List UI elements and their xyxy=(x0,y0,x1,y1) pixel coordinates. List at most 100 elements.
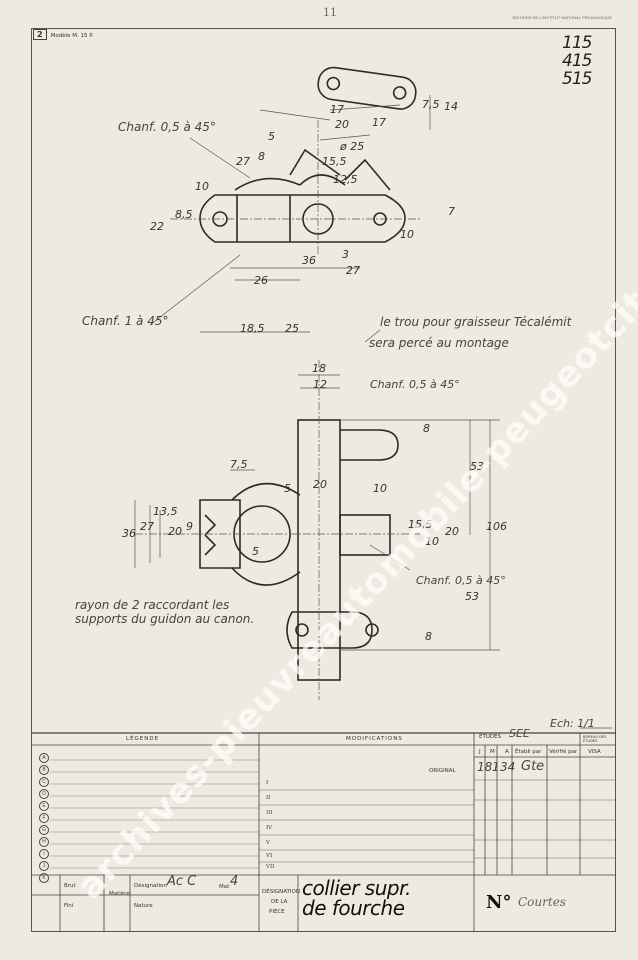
dim-label: 7,5 xyxy=(230,458,248,471)
mod-row: II xyxy=(266,795,271,801)
designation-line: de fourche xyxy=(302,896,405,920)
dim-label: 8 xyxy=(425,630,432,643)
dim-label: 8 xyxy=(423,422,430,435)
legend-letter: G xyxy=(39,825,49,835)
mod-row: VI xyxy=(266,853,273,859)
scale-note: Ech: 1/1 xyxy=(550,717,595,730)
dim-label: 17 xyxy=(372,116,386,129)
dim-label: 5 xyxy=(268,130,275,143)
col-verifie: Vérifié par xyxy=(549,749,578,755)
dim-label: 14 xyxy=(444,100,458,113)
etudes-label: ÉTUDES xyxy=(479,734,502,740)
dim-label: 9 xyxy=(186,520,193,533)
dim-label: 10 xyxy=(373,482,387,495)
model-numbers: 115 415 515 xyxy=(562,33,592,89)
legend-letter: J xyxy=(39,861,49,871)
nature-label: Nature xyxy=(134,903,153,909)
designation-label: PIÈCE xyxy=(269,909,285,915)
part-number-label: N° xyxy=(486,892,512,913)
dim-label: 15,5 xyxy=(408,518,433,531)
dim-label: 17 xyxy=(330,103,344,116)
legend-letter: A xyxy=(39,753,49,763)
dim-label: 5 xyxy=(284,482,291,495)
original-label: ORIGINAL xyxy=(429,768,456,774)
dim-label: 7 xyxy=(448,205,455,218)
original-month: 1 xyxy=(492,760,500,774)
legend-letter: D xyxy=(39,789,49,799)
radius-note: rayon de 2 raccordant les xyxy=(75,598,230,612)
dim-label: 8 xyxy=(258,150,265,163)
dim-label: 27 xyxy=(140,520,154,533)
radius-note: supports du guidon au canon. xyxy=(75,612,255,626)
dim-label: 36 xyxy=(122,527,136,540)
dim-label: 18 xyxy=(312,362,326,375)
legend-letter: K xyxy=(39,873,49,883)
designation-label: DE LA xyxy=(271,899,288,905)
legend-letter: C xyxy=(39,777,49,787)
dim-label: 53 xyxy=(470,460,484,473)
model-number: 515 xyxy=(562,69,592,89)
fini-label: Fini xyxy=(64,903,74,909)
col-etabli: Établi par xyxy=(515,749,542,755)
cap-part xyxy=(317,66,417,110)
dim-label: 106 xyxy=(486,520,507,533)
legend-letter: B xyxy=(39,765,49,775)
dim-label: 20 xyxy=(313,478,327,491)
dim-label: 20 xyxy=(335,118,349,131)
sheet-number: 2 xyxy=(33,29,47,40)
dim-label: 22 xyxy=(150,220,164,233)
dim-label: 10 xyxy=(195,180,209,193)
dim-label: 3 xyxy=(342,248,349,261)
dim-label: 27 xyxy=(236,155,250,168)
dim-label: 10 xyxy=(425,535,439,548)
matiere-label: Matière xyxy=(109,891,130,897)
lubricator-note: le trou pour graisseur Técalémit xyxy=(380,315,572,329)
top-mark: 11 xyxy=(323,6,337,19)
chamfer-note: Chanf. 1 à 45° xyxy=(82,314,169,328)
dim-label: 36 xyxy=(302,254,316,267)
designation-label: DÉSIGNATION xyxy=(262,889,300,895)
etudes-value: SEE xyxy=(509,727,530,740)
lubricator-note: sera percé au montage xyxy=(369,336,509,350)
col-j: J xyxy=(479,749,481,755)
model-label: Modèle M. 15 P. xyxy=(50,33,94,39)
model-number: 115 xyxy=(562,33,592,53)
col-visa: VISA xyxy=(588,749,601,755)
dim-label: 27 xyxy=(346,264,360,277)
dim-label: 26 xyxy=(254,274,268,287)
mat-value: 4 xyxy=(230,874,239,889)
chamfer-note: Chanf. 0,5 à 45° xyxy=(118,120,216,134)
legend-letter: F xyxy=(39,813,49,823)
col-m: M xyxy=(490,749,495,755)
dim-label: 20 xyxy=(168,525,182,538)
dim-label: 12 xyxy=(313,378,327,391)
dim-label: 15,5 xyxy=(322,155,347,168)
mod-row: VII xyxy=(266,864,275,870)
legend-letter: E xyxy=(39,801,49,811)
mod-row: IV xyxy=(266,825,273,831)
dim-label: 18,5 xyxy=(240,322,265,335)
modifications-heading: MODIFICATIONS xyxy=(346,736,403,742)
original-year: 34 xyxy=(500,760,516,774)
mod-row: V xyxy=(266,840,270,846)
dim-label: 20 xyxy=(445,525,459,538)
original-by: Gte xyxy=(521,759,545,774)
legend-heading: LÉGENDE xyxy=(126,736,160,742)
mod-row: I xyxy=(266,780,269,786)
dim-label: 5 xyxy=(252,545,259,558)
dim-label: 13,5 xyxy=(153,505,178,518)
brut-label: Brut xyxy=(64,883,76,889)
dim-label: 7,5 xyxy=(422,98,440,111)
title-block: LÉGENDE MODIFICATIONS ÉTUDES SEE BUREAU … xyxy=(31,727,616,932)
mod-row: III xyxy=(266,810,273,816)
legend-letter: H xyxy=(39,837,49,847)
material-value: Ac C xyxy=(167,874,197,889)
chamfer-note: Chanf. 0,5 à 45° xyxy=(370,378,460,391)
part-number-signature: Courtes xyxy=(518,895,566,909)
chamfer-note: Chanf. 0,5 à 45° xyxy=(416,574,506,587)
dim-label: 53 xyxy=(465,590,479,603)
